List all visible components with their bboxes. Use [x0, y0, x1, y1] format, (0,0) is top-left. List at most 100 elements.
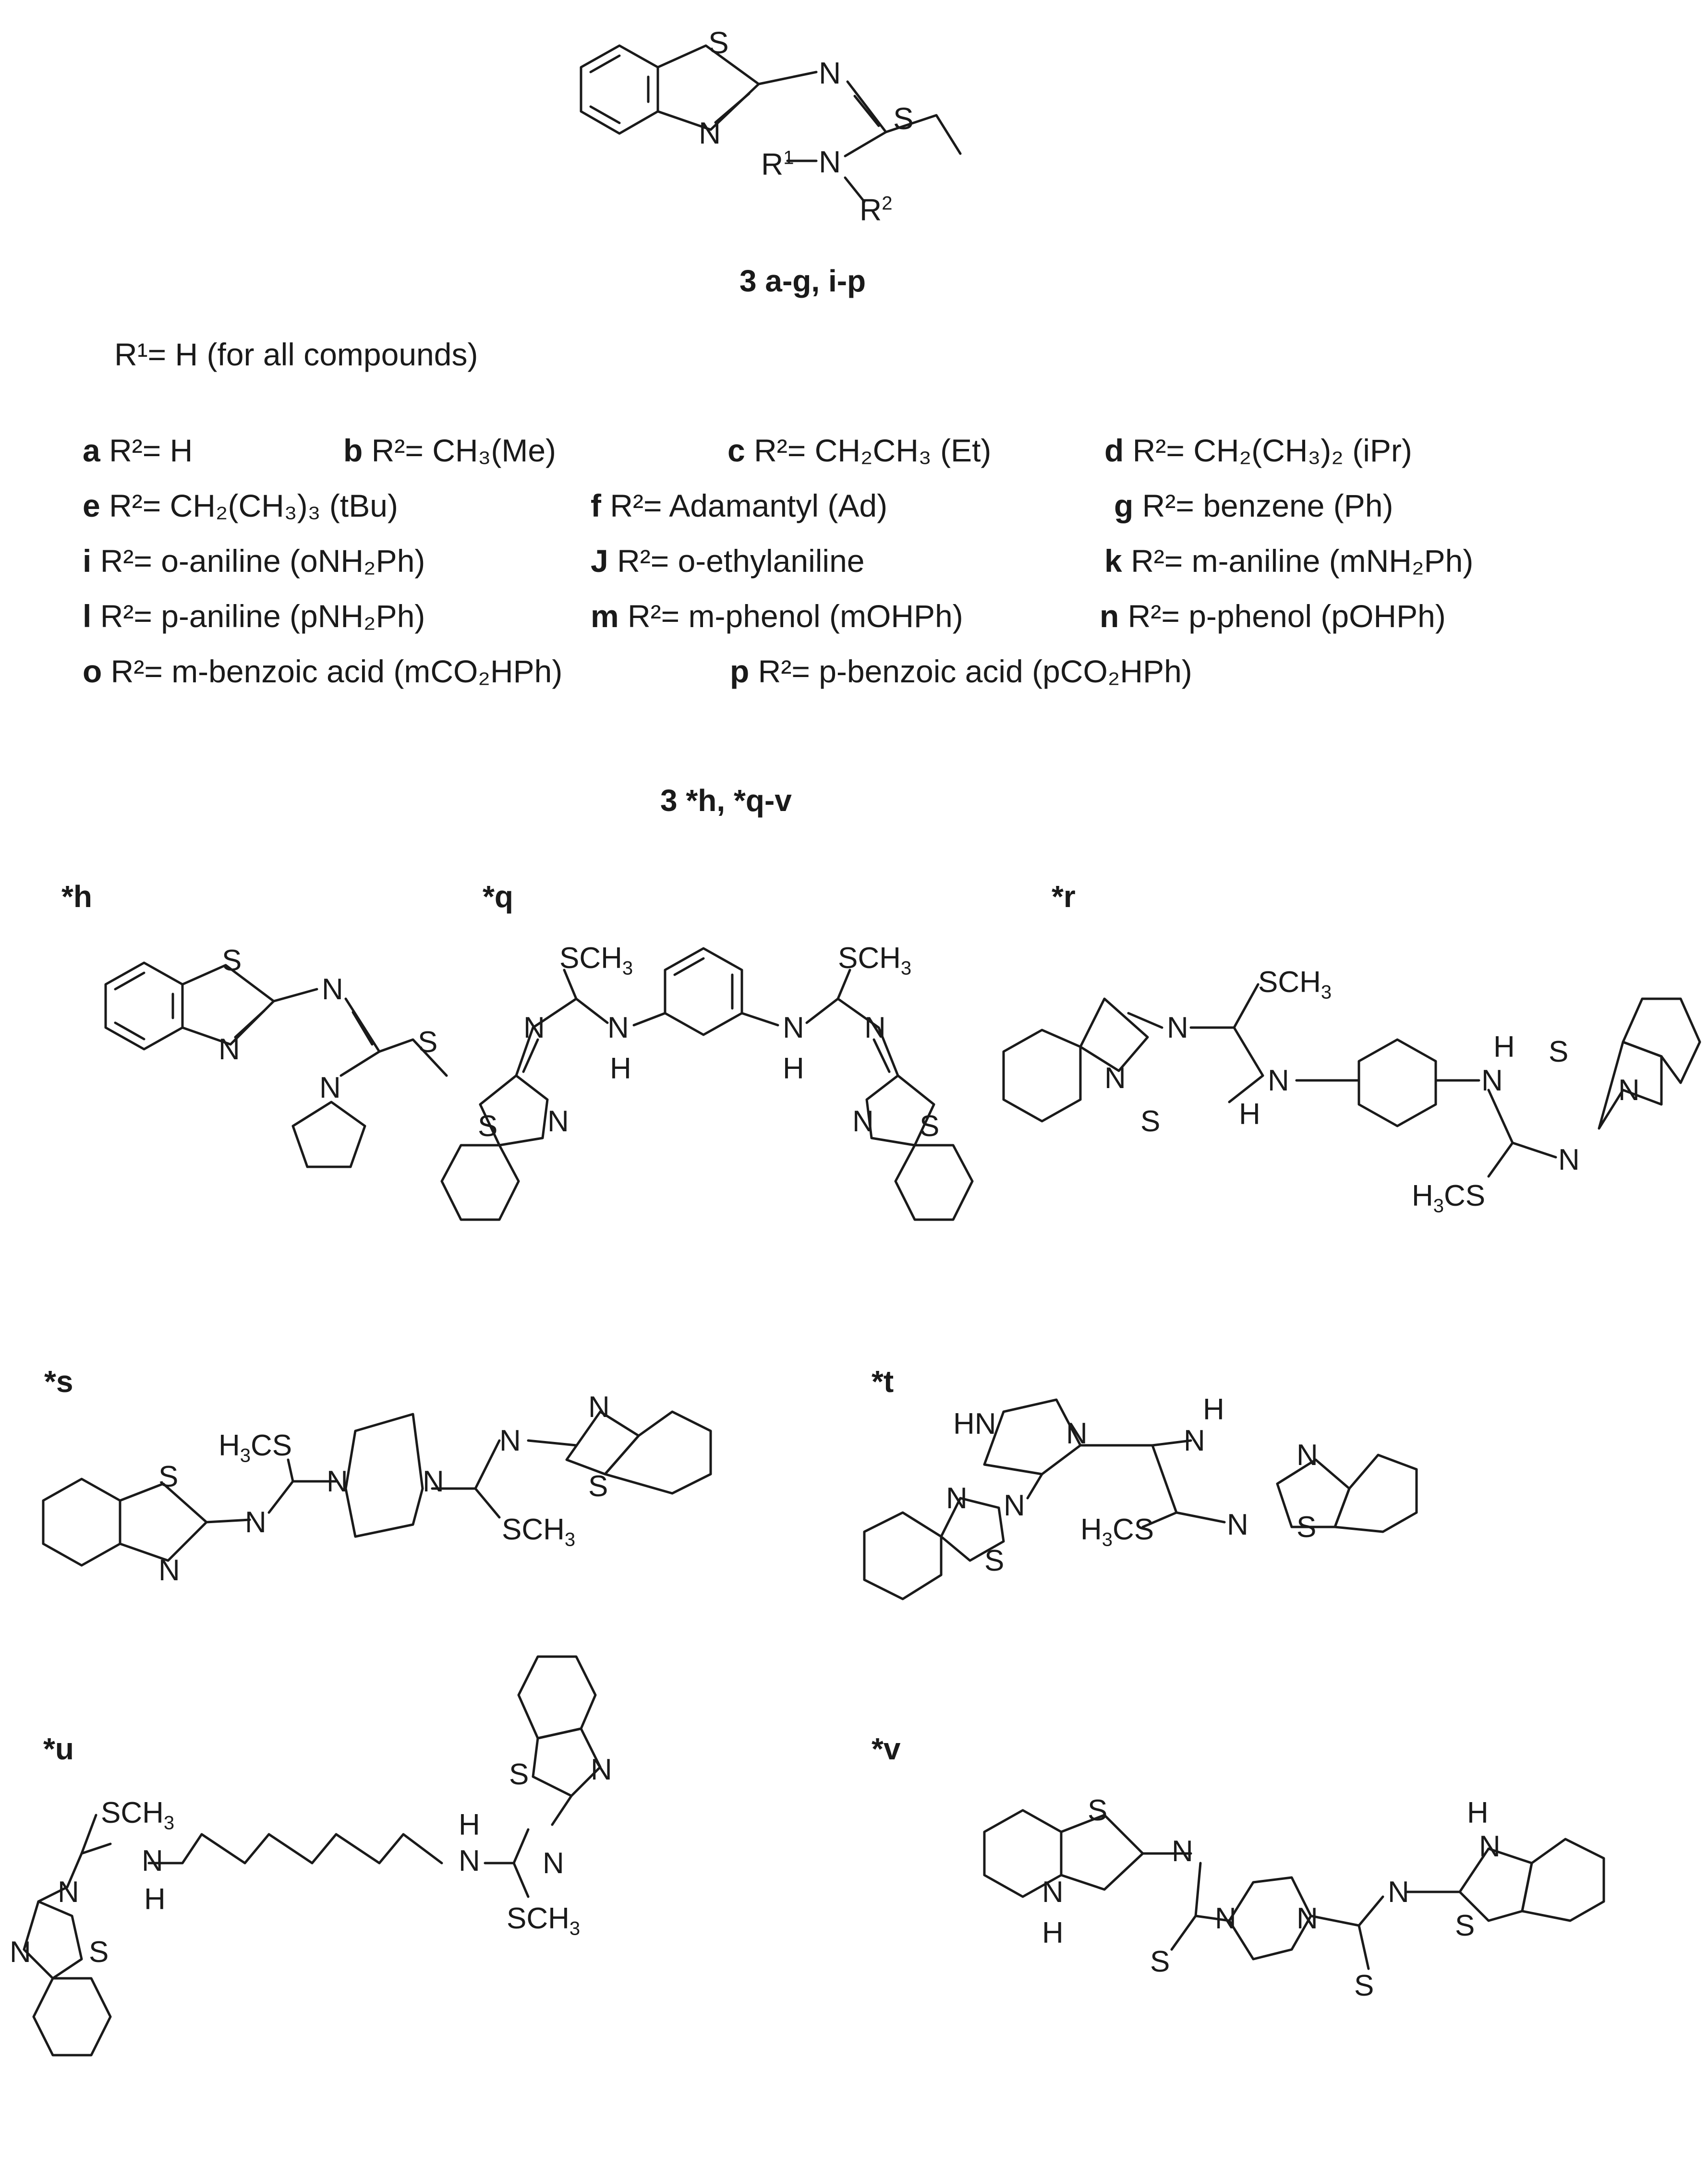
- h-atom-S-methyl: S: [418, 1026, 438, 1059]
- s-atom-H3CS: H3CS: [218, 1429, 292, 1466]
- v-atom-N-pip-left: N: [1215, 1902, 1236, 1935]
- u-atom-N-imine-right: N: [543, 1847, 564, 1880]
- substituent-m: m R²= m-phenol (mOHPh): [591, 598, 963, 634]
- scaffold-atom-N-ring: N: [699, 116, 721, 150]
- s-atom-N-imine-right: N: [499, 1424, 521, 1457]
- q-atom-N-right-1: N: [783, 1011, 804, 1044]
- scaffold-atom-N-imine: N: [819, 56, 841, 90]
- u-atom-N-imine-left: N: [58, 1876, 79, 1909]
- structure-t: [863, 1398, 1418, 1600]
- u-atom-SCH3-right: SCH3: [507, 1902, 581, 1939]
- scaffold-c-n-bond: [757, 71, 818, 85]
- structure-r: [1002, 983, 1701, 1178]
- q-atom-H-left: H: [610, 1052, 631, 1085]
- q-atom-N-left-ring: N: [547, 1105, 569, 1138]
- substituent-p: p R²= p-benzoic acid (pCO₂HPh): [730, 654, 1192, 689]
- scaffold-atom-N-amine: N: [819, 145, 841, 179]
- q-atom-S-left-ring: S: [478, 1110, 498, 1143]
- scaffold-amidine-double: [853, 95, 880, 127]
- substituent-i: i R²= o-aniline (oNH₂Ph): [83, 543, 425, 579]
- scaffold-caption: 3 a-g, i-p: [739, 264, 866, 298]
- r-atom-H-left: H: [1239, 1098, 1260, 1131]
- q-atom-S-right-ring: S: [920, 1110, 940, 1143]
- q-atom-N-left-1: N: [523, 1011, 545, 1044]
- substituent-e: e R²= CH₂(CH₃)₃ (tBu): [83, 488, 398, 523]
- v-atom-S-thione-right: S: [1354, 1969, 1374, 2002]
- v-atom-S-ring-left: S: [1088, 1794, 1108, 1827]
- compound-label-t: *t: [872, 1364, 894, 1399]
- r-atom-N-ring-left: N: [1104, 1062, 1126, 1095]
- u-atom-N-ring-right: N: [591, 1753, 612, 1786]
- s-atom-S-ring-left: S: [158, 1460, 179, 1493]
- r-atom-N-imine-left: N: [1167, 1011, 1188, 1044]
- compound-label-q: *q: [483, 879, 513, 914]
- substituent-j: J R²= o-ethylaniline: [591, 543, 865, 579]
- structure-h: [104, 961, 448, 1168]
- t-atom-S-bt-right: S: [1296, 1511, 1317, 1544]
- v-atom-H-ring-left: H: [1042, 1916, 1064, 1950]
- h-atom-N-ring: N: [218, 1033, 240, 1066]
- substituent-b: b R²= CH₃(Me): [343, 433, 557, 468]
- compound-label-s: *s: [44, 1364, 73, 1399]
- scaffold-atom-R2: R2: [860, 193, 893, 227]
- scaffold-c-n2-bond: [844, 131, 887, 157]
- t-atom-N-bt-right: N: [1296, 1439, 1318, 1472]
- compound-label-v: *v: [872, 1732, 901, 1766]
- s-atom-N-pip-left: N: [327, 1465, 348, 1498]
- u-atom-SCH3-left: SCH3: [101, 1796, 175, 1834]
- t-atom-H3CS: H3CS: [1080, 1513, 1154, 1550]
- compound-label-h: *h: [61, 879, 92, 914]
- h-atom-N-pyrrolidine: N: [319, 1071, 341, 1104]
- substituent-f: f R²= Adamantyl (Ad): [591, 488, 888, 523]
- v-atom-N-imine-right: N: [1388, 1876, 1409, 1909]
- structure-u: [23, 1655, 602, 2057]
- u-atom-S-ring-right: S: [509, 1758, 529, 1791]
- compound-label-r: *r: [1052, 879, 1076, 914]
- q-atom-N-left-2: N: [607, 1011, 629, 1044]
- r-atom-N-amine-left: N: [1268, 1064, 1289, 1097]
- t-atom-N-bt-left: N: [946, 1482, 968, 1515]
- r-atom-H-right: H: [1493, 1030, 1515, 1064]
- q-atom-N-right-ring: N: [852, 1105, 874, 1138]
- scaffold-amidine: [846, 80, 962, 155]
- substituent-g: g R²= benzene (Ph): [1114, 488, 1393, 523]
- s-atom-N-imine-left: N: [245, 1506, 266, 1539]
- scaffold-atom-R1: R1: [761, 147, 794, 182]
- substituent-a: a R²= H: [83, 433, 193, 468]
- substituent-n: n R²= p-phenol (pOHPh): [1100, 598, 1446, 634]
- substituent-o: o R²= m-benzoic acid (mCO₂HPh): [83, 654, 563, 689]
- r-atom-S-ring-left: S: [1140, 1105, 1161, 1138]
- scaffold-n-r2-bond: [844, 176, 866, 203]
- s-atom-N-ring-right: N: [588, 1391, 610, 1424]
- scaffold-benzene-double-1: [589, 54, 621, 73]
- compound-label-u: *u: [43, 1732, 74, 1766]
- r1-note: R¹= H (for all compounds): [114, 337, 478, 372]
- h-atom-N-imine: N: [322, 973, 343, 1006]
- scaffold-thiazole-double: [714, 92, 751, 124]
- substituent-k: k R²= m-aniline (mNH₂Ph): [1104, 543, 1474, 579]
- s-atom-SCH3: SCH3: [502, 1513, 576, 1550]
- s-atom-S-ring-right: S: [588, 1470, 608, 1503]
- u-atom-N-amine-left: N: [142, 1844, 163, 1877]
- scaffold-atom-S: S: [708, 25, 729, 60]
- s-atom-N-ring-left: N: [158, 1554, 180, 1587]
- r-atom-H3CS: H3CS: [1412, 1179, 1486, 1217]
- r-atom-N-amine-right: N: [1481, 1064, 1503, 1097]
- scaffold-atom-S-methyl: S: [893, 101, 914, 136]
- q-atom-N-right-2: N: [864, 1011, 886, 1044]
- structure-q: [440, 947, 974, 1221]
- t-atom-N-imine-left: N: [1004, 1489, 1025, 1522]
- r-atom-S-ring-right: S: [1549, 1035, 1569, 1068]
- q-atom-SCH3-left: SCH3: [559, 942, 633, 979]
- t-atom-N-ring: N: [1066, 1417, 1088, 1450]
- second-caption: 3 *h, *q-v: [660, 783, 792, 818]
- substituent-c: c R²= CH₂CH₃ (Et): [727, 433, 992, 468]
- t-atom-N-amine: N: [1184, 1424, 1205, 1457]
- u-atom-N-ring-left: N: [10, 1936, 31, 1969]
- scaffold-benzene-double-2: [589, 105, 621, 124]
- s-atom-N-pip-right: N: [423, 1465, 444, 1498]
- r-atom-SCH3: SCH3: [1258, 966, 1332, 1003]
- u-atom-N-amine-right: N: [459, 1844, 480, 1877]
